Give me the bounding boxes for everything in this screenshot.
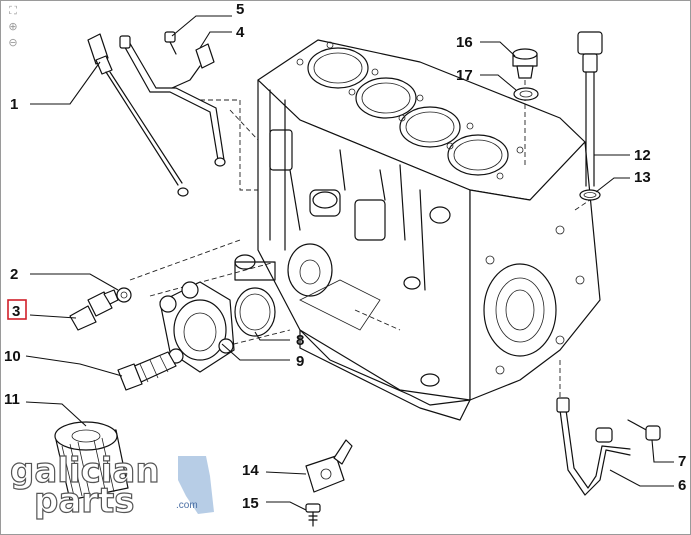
part-plug[interactable] bbox=[512, 48, 538, 79]
callout-6[interactable]: 6 bbox=[609, 469, 686, 494]
callout-label-5: 5 bbox=[236, 1, 244, 18]
part-oil-return-pipe[interactable] bbox=[556, 397, 631, 496]
part-sensor-bracket[interactable] bbox=[305, 439, 353, 493]
part-filter-gasket[interactable] bbox=[234, 287, 276, 337]
callout-5[interactable]: 5 bbox=[171, 1, 244, 37]
watermark-map-shape bbox=[178, 456, 214, 514]
callout-11[interactable]: 11 bbox=[4, 391, 87, 427]
engine-block bbox=[234, 39, 601, 421]
part-tube-bolt[interactable] bbox=[164, 31, 177, 55]
callout-1[interactable]: 1 bbox=[10, 61, 101, 113]
watermark-line1: galician bbox=[10, 451, 160, 491]
zoom-toolbar: ⛶ ⊕ ⊖ bbox=[5, 4, 23, 52]
watermark-suffix: .com bbox=[176, 500, 198, 511]
reference-lines bbox=[129, 80, 591, 400]
part-pipe-bolt[interactable] bbox=[627, 419, 661, 441]
callout-12[interactable]: 12 bbox=[594, 147, 651, 164]
callout-label-6: 6 bbox=[678, 477, 686, 494]
callout-15[interactable]: 15 bbox=[242, 495, 307, 512]
part-oil-level-sensor[interactable] bbox=[577, 31, 603, 187]
callout-label-2: 2 bbox=[10, 266, 18, 283]
callout-8[interactable]: 8 bbox=[254, 331, 304, 349]
part-oil-pressure-sensor[interactable] bbox=[69, 289, 119, 331]
callout-16[interactable]: 16 bbox=[456, 34, 516, 57]
callout-10[interactable]: 10 bbox=[4, 348, 123, 377]
part-plug-washer[interactable] bbox=[513, 87, 539, 101]
callout-label-12: 12 bbox=[634, 147, 651, 164]
callout-3[interactable]: 3 bbox=[7, 299, 77, 320]
callout-label-16: 16 bbox=[456, 34, 473, 51]
part-dipstick-tube[interactable] bbox=[119, 35, 226, 167]
callout-label-15: 15 bbox=[242, 495, 259, 512]
fit-icon[interactable]: ⛶ bbox=[9, 4, 17, 17]
watermark-line2: parts bbox=[34, 481, 135, 521]
callout-label-1: 1 bbox=[10, 96, 18, 113]
callout-label-9: 9 bbox=[296, 353, 304, 370]
part-dipstick[interactable] bbox=[87, 33, 189, 197]
callout-label-14: 14 bbox=[242, 462, 259, 479]
callout-label-3: 3 bbox=[12, 303, 20, 320]
callout-2[interactable]: 2 bbox=[10, 266, 119, 291]
callout-7[interactable]: 7 bbox=[651, 439, 686, 470]
callout-label-17: 17 bbox=[456, 67, 473, 84]
zoom-in-icon[interactable]: ⊕ bbox=[8, 20, 18, 33]
part-sensor-o-ring[interactable] bbox=[579, 189, 601, 201]
callout-label-8: 8 bbox=[296, 332, 304, 349]
watermark-logo: galician parts .com bbox=[9, 450, 214, 522]
callout-label-10: 10 bbox=[4, 348, 21, 365]
part-sealing-washer[interactable] bbox=[116, 287, 132, 303]
part-bracket-bolt[interactable] bbox=[305, 503, 321, 527]
part-oil-filter-support[interactable] bbox=[159, 281, 235, 373]
callout-17[interactable]: 17 bbox=[456, 67, 517, 91]
callout-14[interactable]: 14 bbox=[242, 462, 307, 479]
callout-label-13: 13 bbox=[634, 169, 651, 186]
part-filter-fitting[interactable] bbox=[117, 351, 177, 391]
callout-4[interactable]: 4 bbox=[199, 24, 245, 49]
selected-callout-box bbox=[7, 299, 27, 320]
callout-label-11: 11 bbox=[4, 391, 20, 408]
callout-13[interactable]: 13 bbox=[595, 169, 651, 193]
zoom-out-icon[interactable]: ⊖ bbox=[8, 36, 18, 49]
part-oil-filter[interactable] bbox=[54, 421, 129, 501]
callout-9[interactable]: 9 bbox=[221, 343, 304, 370]
callout-label-7: 7 bbox=[678, 453, 686, 470]
callout-label-4: 4 bbox=[236, 24, 245, 41]
